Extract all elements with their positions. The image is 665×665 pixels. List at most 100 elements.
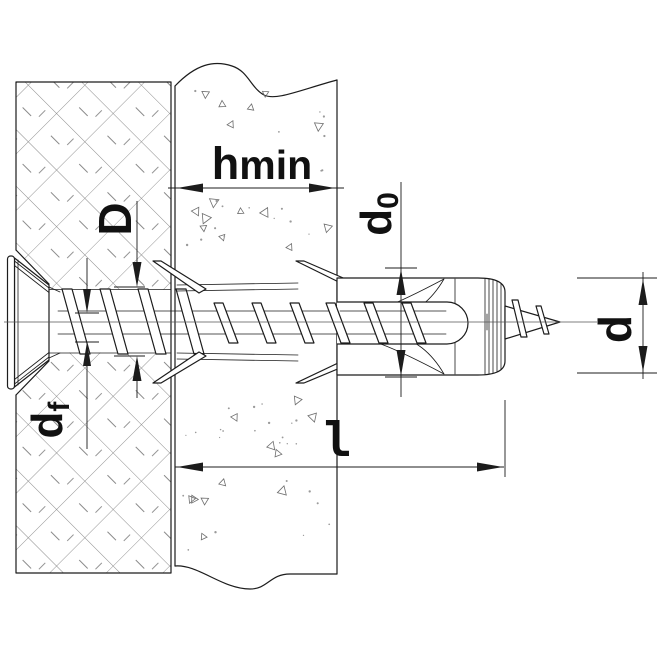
- head-neck: [48, 286, 61, 359]
- aggregate-triangle: [274, 448, 283, 458]
- concrete-bottom-break-line: [174, 565, 338, 590]
- aggregate-triangle: [201, 91, 211, 100]
- aggregate-triangle: [285, 242, 293, 252]
- aggregate-dot: [194, 431, 197, 434]
- aggregate-dot: [289, 220, 292, 223]
- label-hmin-main: h: [212, 138, 240, 189]
- aggregate-dot: [261, 403, 263, 405]
- label-l: l: [324, 413, 352, 468]
- label-d: d: [589, 315, 641, 343]
- tip-thread-blade: [511, 299, 528, 338]
- aggregate-dot: [227, 407, 230, 410]
- thread-flight: [213, 302, 239, 344]
- aggregate-dot: [218, 436, 221, 439]
- thread-flight: [325, 302, 351, 344]
- aggregate-dot: [278, 441, 281, 444]
- dimension-hmin: [168, 183, 344, 193]
- aggregate-triangle: [218, 477, 227, 487]
- aggregate-dot: [286, 443, 288, 445]
- screw-thread-fine: [213, 302, 315, 344]
- aggregate-dot: [254, 429, 256, 432]
- arrowhead-down: [132, 262, 142, 287]
- arrowhead-down: [396, 350, 406, 376]
- arrowhead-right: [477, 462, 503, 472]
- dimension-df: [75, 258, 99, 449]
- arrowhead-up: [83, 342, 91, 366]
- arrowhead-up: [396, 269, 406, 295]
- aggregate-dot: [200, 238, 203, 241]
- arrowhead-right: [309, 183, 335, 193]
- aggregate-dot: [281, 436, 284, 439]
- screw-tip: [504, 299, 561, 340]
- head-cone-rings: [14, 260, 50, 385]
- label-d0: d0: [352, 192, 405, 236]
- aggregate-dot: [185, 434, 187, 437]
- screw-head: [6, 255, 61, 390]
- label-df-main: d: [23, 412, 72, 439]
- aggregate-dot: [316, 502, 319, 505]
- aggregate-triangle: [218, 99, 227, 108]
- aggregate-triangle: [201, 212, 213, 225]
- aggregate-triangle: [188, 495, 197, 505]
- aggregate-dot: [267, 421, 271, 425]
- aggregate-triangle: [323, 223, 334, 234]
- thread-flight: [99, 288, 129, 355]
- aggregate-triangle: [226, 119, 234, 129]
- thread-flight: [175, 288, 205, 355]
- arrowhead-left: [177, 183, 203, 193]
- aggregate-dot: [214, 531, 217, 534]
- aggregate-triangle: [190, 206, 200, 217]
- thread-flight: [401, 302, 427, 344]
- aggregate-triangle: [266, 440, 276, 451]
- slot-core-lines: [339, 310, 447, 335]
- head-face: [6, 255, 16, 390]
- label-d0-main: d: [352, 209, 401, 236]
- aggregate-triangle: [199, 224, 208, 233]
- aggregate-triangle: [191, 494, 200, 504]
- thread-flight: [137, 288, 167, 355]
- screw-thread-coarse: [61, 288, 205, 355]
- aggregate-triangle: [307, 412, 317, 423]
- arrowhead-up: [132, 356, 142, 381]
- aggregate-dot: [308, 490, 311, 493]
- label-df: df: [23, 401, 76, 439]
- aggregate-triangle: [246, 103, 255, 111]
- aggregate-dot: [223, 235, 226, 238]
- aggregate-dot: [248, 207, 250, 209]
- aggregate-dot: [295, 419, 298, 422]
- aggregate-triangle: [293, 395, 303, 406]
- dimension-d: [577, 272, 657, 379]
- thread-flight: [289, 302, 315, 344]
- aggregate-dot: [280, 207, 283, 210]
- screw-shank: [57, 288, 503, 355]
- aggregate-dot: [214, 227, 217, 230]
- aggregate-triangle: [200, 497, 210, 506]
- dimension-d0: [385, 182, 417, 397]
- aggregate-triangle: [258, 206, 269, 218]
- aggregate-dot: [323, 134, 326, 138]
- aggregate-dot: [322, 115, 325, 118]
- aggregate-triangle: [229, 412, 238, 422]
- aggregate-dot: [194, 89, 197, 93]
- aggregate-triangle: [208, 198, 220, 209]
- aggregate-dot: [321, 169, 324, 172]
- label-hmin-sub: min: [239, 142, 312, 188]
- aggregate-triangle: [236, 206, 245, 214]
- dimension-D: [114, 201, 145, 398]
- aggregate-dot: [219, 428, 222, 431]
- label-D: D: [89, 202, 141, 235]
- plug-fin: [152, 351, 207, 384]
- aggregate-triangle: [276, 485, 287, 496]
- aggregate-dot: [295, 443, 298, 445]
- plug-body: [325, 277, 506, 376]
- aggregate-dot: [215, 199, 219, 203]
- aggregate-dot: [273, 217, 275, 220]
- aggregate-dot: [187, 549, 190, 551]
- thread-flight: [61, 288, 91, 355]
- tip-cone: [504, 305, 561, 340]
- concrete-top-break-line: [174, 62, 338, 98]
- aggregate-dot: [308, 233, 310, 235]
- label-hmin: hmin: [212, 138, 312, 189]
- arrowhead-down: [83, 289, 91, 313]
